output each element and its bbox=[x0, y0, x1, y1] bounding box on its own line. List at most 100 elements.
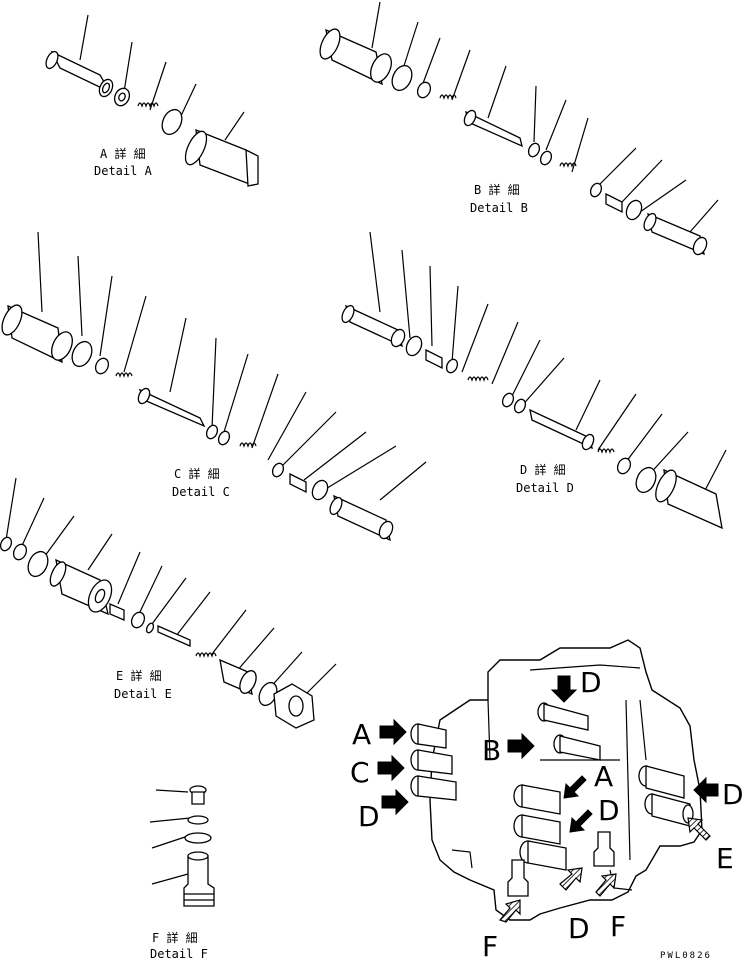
valve-body-outline bbox=[429, 639, 703, 921]
detail-c-spool bbox=[137, 387, 206, 428]
arrow-d-left bbox=[381, 788, 409, 816]
detail-f-screw bbox=[189, 785, 207, 805]
detail-e-pin bbox=[157, 625, 191, 647]
detail-f-o-ring-large bbox=[184, 832, 212, 844]
detail-a-nut bbox=[113, 87, 131, 107]
detail-d-jp-caption: D 詳 細 bbox=[520, 462, 566, 477]
detail-b-o-ring bbox=[391, 64, 413, 92]
detail-a-en-caption: Detail A bbox=[94, 164, 153, 178]
port-f-left-nipple bbox=[507, 859, 529, 897]
detail-d-ring-2 bbox=[513, 398, 527, 414]
detail-b-seat bbox=[589, 182, 603, 198]
detail-e-nut bbox=[130, 611, 146, 629]
detail-c-jp-caption: C 詳 細 bbox=[174, 466, 220, 481]
label-f-bottom-left: F bbox=[482, 930, 498, 961]
detail-b-group: B 詳 細 Detail B bbox=[319, 1, 719, 256]
drawing-code: PWL0826 bbox=[660, 951, 712, 961]
detail-c-ring-1 bbox=[205, 424, 219, 440]
control-valve-assembly: A C D B A D D D E F D F bbox=[350, 639, 744, 961]
detail-d-nut bbox=[405, 335, 423, 357]
arrow-e-right bbox=[687, 817, 711, 841]
detail-d-o-ring bbox=[635, 466, 657, 494]
detail-d-en-caption: Detail D bbox=[516, 481, 574, 495]
detail-f-en-caption: Detail F bbox=[150, 947, 208, 961]
detail-f-group: F 詳 細 Detail F bbox=[149, 785, 215, 961]
port-c-left bbox=[410, 749, 453, 775]
detail-e-ring-1 bbox=[0, 536, 13, 552]
label-c-left: C bbox=[350, 756, 370, 789]
arrow-b-mid bbox=[507, 732, 535, 760]
detail-c-washer bbox=[94, 357, 110, 375]
detail-c-plug bbox=[329, 494, 394, 542]
detail-d-spring bbox=[467, 376, 489, 382]
detail-c-spring bbox=[115, 372, 133, 378]
detail-b-nut bbox=[625, 199, 643, 221]
detail-b-en-caption: Detail B bbox=[470, 201, 528, 215]
detail-e-housing bbox=[49, 558, 113, 616]
detail-c-cap bbox=[1, 304, 73, 364]
detail-e-piston bbox=[219, 658, 257, 696]
detail-d-washer bbox=[616, 457, 632, 475]
detail-b-poppet bbox=[605, 192, 623, 214]
arrow-c-left bbox=[377, 754, 405, 782]
detail-a-jp-caption: A 詳 細 bbox=[100, 146, 146, 161]
detail-e-ring-2 bbox=[12, 543, 28, 561]
label-f-bottom-right: F bbox=[610, 910, 626, 943]
detail-b-ring-2 bbox=[539, 150, 553, 166]
detail-b-spool bbox=[463, 109, 523, 148]
arrow-d-top bbox=[550, 675, 578, 703]
detail-d-seat bbox=[445, 358, 459, 374]
label-d-mid: D bbox=[598, 794, 620, 827]
detail-e-o-ring bbox=[27, 550, 49, 578]
detail-a-cap bbox=[184, 128, 259, 187]
port-d-top bbox=[537, 702, 589, 731]
detail-c-ring-2 bbox=[217, 430, 231, 446]
detail-a-o-ring bbox=[161, 108, 183, 136]
arrow-a-mid bbox=[563, 775, 587, 799]
port-d-left bbox=[410, 775, 457, 801]
port-d-right bbox=[638, 765, 685, 799]
detail-e-jp-caption: E 詳 細 bbox=[116, 668, 162, 683]
detail-c-poppet bbox=[289, 472, 307, 494]
label-e-right: E bbox=[716, 842, 734, 875]
detail-d-group: D 詳 細 Detail D bbox=[341, 231, 727, 530]
detail-b-jp-caption: B 詳 細 bbox=[474, 182, 520, 197]
arrow-f-bottom-right bbox=[595, 873, 617, 897]
detail-b-washer bbox=[416, 81, 432, 99]
detail-c-nut bbox=[311, 479, 329, 501]
detail-b-ring-1 bbox=[527, 142, 541, 158]
detail-b-cap bbox=[319, 28, 392, 86]
port-a-left bbox=[410, 723, 447, 749]
detail-f-nipple bbox=[183, 851, 215, 907]
detail-c-o-ring bbox=[71, 340, 93, 368]
detail-d-spool bbox=[529, 408, 595, 451]
detail-b-spring-2 bbox=[559, 162, 577, 168]
detail-e-seat bbox=[145, 622, 155, 634]
detail-f-o-ring-small bbox=[187, 815, 209, 825]
arrow-d-mid bbox=[569, 809, 593, 833]
detail-a-plug bbox=[45, 50, 114, 98]
detail-d-poppet bbox=[425, 348, 443, 370]
detail-d-plug bbox=[341, 304, 406, 348]
detail-b-plug bbox=[643, 212, 708, 256]
label-d-bottom: D bbox=[568, 912, 590, 945]
label-b-mid: B bbox=[482, 734, 501, 767]
port-e-right bbox=[644, 793, 694, 827]
port-a-mid bbox=[513, 784, 561, 815]
port-f-right-nipple bbox=[593, 831, 615, 867]
detail-d-cap bbox=[655, 468, 723, 530]
label-a-mid: A bbox=[594, 760, 613, 793]
label-a-left: A bbox=[352, 718, 371, 751]
detail-e-spring bbox=[195, 652, 217, 658]
detail-c-seat bbox=[271, 462, 285, 478]
port-low-mid bbox=[519, 840, 567, 871]
detail-a-spring bbox=[137, 102, 159, 108]
detail-d-ring-1 bbox=[501, 392, 515, 408]
arrow-f-bottom-left bbox=[498, 899, 521, 923]
detail-b-spring bbox=[439, 94, 457, 100]
label-d-top: D bbox=[580, 666, 602, 699]
label-d-right: D bbox=[722, 778, 744, 811]
detail-a-group: A 詳 細 Detail A bbox=[45, 14, 259, 187]
detail-c-en-caption: Detail C bbox=[172, 485, 230, 499]
